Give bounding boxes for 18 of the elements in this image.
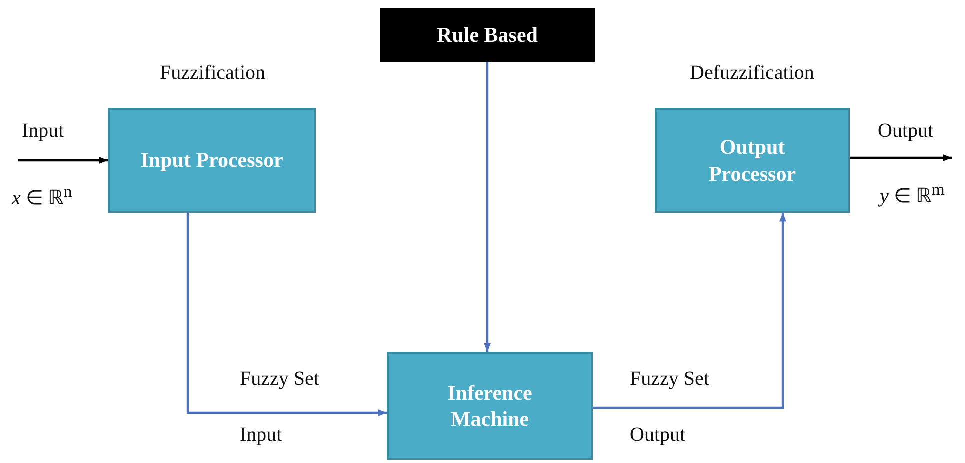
signal-label: Fuzzy Set [240,368,320,391]
edge-label: Output [878,120,934,143]
edge-label: Input [22,120,64,143]
arrow [850,154,952,162]
arrow [18,156,108,164]
process-box: Output Processor [655,108,850,213]
arrow [484,62,492,352]
stage-caption: Defuzzification [690,62,814,85]
stage-caption: Fuzzification [160,62,266,85]
signal-label: Input [240,424,282,447]
signal-label: Output [630,424,686,447]
signal-label: Fuzzy Set [630,368,710,391]
process-box: Input Processor [108,108,316,213]
process-box: Inference Machine [387,352,593,460]
math-label: y ∈ ℝ$^{m}$ [880,180,945,209]
arrow [593,213,787,410]
math-label: x ∈ ℝ$^{n}$ [12,182,72,211]
arrow [186,213,387,417]
